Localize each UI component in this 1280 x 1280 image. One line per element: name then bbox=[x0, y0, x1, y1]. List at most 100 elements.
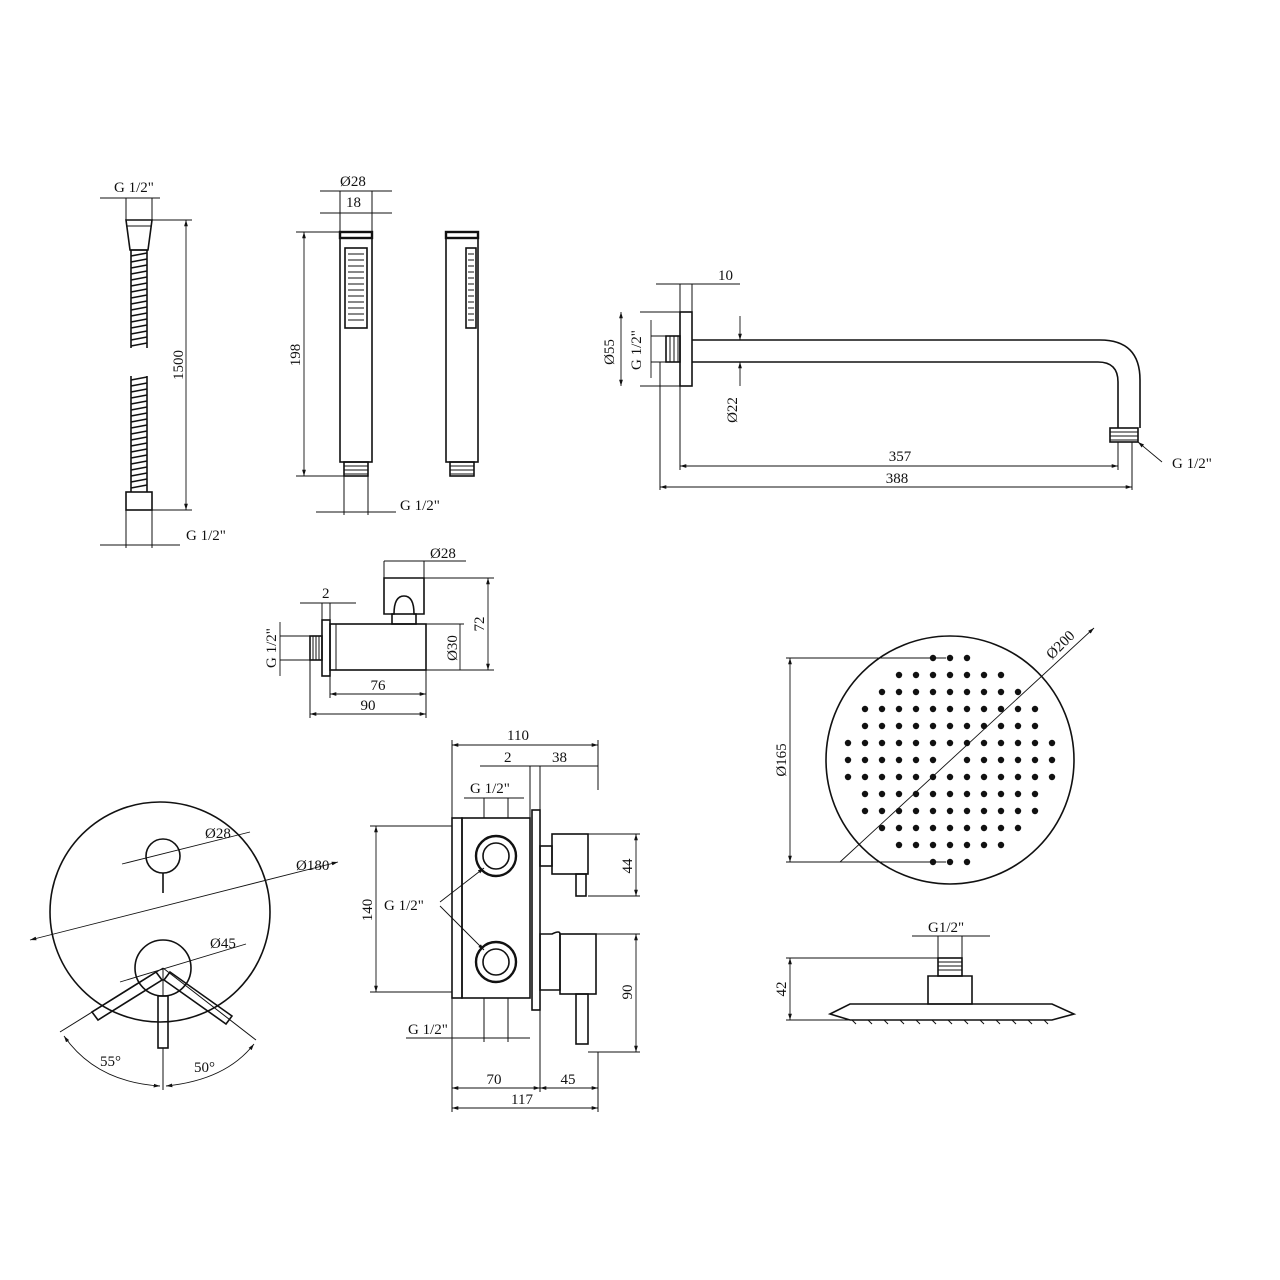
nozzle-dot bbox=[997, 841, 1005, 849]
valve-mounting-plate bbox=[451, 817, 463, 999]
nozzle-dot bbox=[997, 773, 1005, 781]
hand-shower-width-label: 18 bbox=[346, 195, 361, 211]
rain-head-face-diameter-label: Ø165 bbox=[774, 743, 790, 776]
nozzle-dot bbox=[980, 824, 988, 832]
hose-bottom-thread-label: G 1/2" bbox=[186, 528, 226, 544]
arm-pipe-bottom bbox=[692, 361, 1119, 428]
nozzle-dot bbox=[963, 671, 971, 679]
nozzle-dot bbox=[912, 773, 920, 781]
arm-pipe-diameter-label: Ø22 bbox=[725, 397, 741, 423]
nozzle-dot bbox=[1014, 773, 1022, 781]
nozzle-dot bbox=[929, 807, 937, 815]
nozzle-dot bbox=[963, 688, 971, 696]
nozzle-dot bbox=[997, 756, 1005, 764]
valve-port-lower bbox=[474, 940, 518, 984]
hose-bottom-nut bbox=[125, 491, 153, 511]
hose-top-thread-label: G 1/2" bbox=[114, 180, 154, 196]
nozzle-dot bbox=[878, 756, 886, 764]
outlet-holder-diameter-label: Ø28 bbox=[430, 546, 456, 562]
nozzle-dot bbox=[946, 654, 954, 662]
nozzle-dot bbox=[980, 841, 988, 849]
nozzle-dot bbox=[895, 722, 903, 730]
nozzle-dot bbox=[997, 790, 1005, 798]
mixer-lever-side bbox=[575, 993, 589, 1045]
nozzle-dot bbox=[878, 688, 886, 696]
nozzle-dot bbox=[878, 773, 886, 781]
nozzle-dot bbox=[861, 722, 869, 730]
nozzle-dot bbox=[946, 858, 954, 866]
arm-flange-diameter-label: Ø55 bbox=[602, 339, 618, 365]
rain-head-diagonal-leader bbox=[839, 627, 1095, 863]
nozzle-dot bbox=[946, 722, 954, 730]
hand-shower-view: Ø28 18 198 G 1/2" bbox=[288, 174, 480, 515]
nozzle-dot bbox=[997, 705, 1005, 713]
nozzle-dot bbox=[861, 739, 869, 747]
rain-head-diagonal-label: Ø200 bbox=[1044, 628, 1079, 663]
outlet-thread-label: G 1/2" bbox=[264, 628, 280, 668]
nozzle-dot bbox=[997, 671, 1005, 679]
valve-body-depth-label: 70 bbox=[487, 1072, 502, 1088]
valve-port-upper bbox=[474, 834, 518, 878]
lever-left bbox=[90, 970, 164, 1022]
nozzle-dot bbox=[997, 722, 1005, 730]
arm-flange-thickness-label: 10 bbox=[718, 268, 733, 284]
nozzle-dot bbox=[1014, 739, 1022, 747]
nozzle-dot bbox=[946, 739, 954, 747]
handle-diameter-label: Ø45 bbox=[210, 936, 236, 952]
diverter-knob-side bbox=[551, 833, 589, 875]
nozzle-dot bbox=[980, 739, 988, 747]
arm-reach-total-label: 388 bbox=[886, 471, 909, 487]
nozzle-dot bbox=[929, 824, 937, 832]
nozzle-dot bbox=[1031, 722, 1039, 730]
diverter-diameter-leader bbox=[121, 831, 251, 865]
nozzle-dot bbox=[963, 705, 971, 713]
nozzle-dot bbox=[980, 807, 988, 815]
nozzle-dot bbox=[980, 705, 988, 713]
nozzle-dot bbox=[963, 807, 971, 815]
nozzle-dot bbox=[963, 790, 971, 798]
nozzle-dot bbox=[929, 841, 937, 849]
hand-shower-spray-face bbox=[344, 247, 368, 329]
nozzle-dot bbox=[997, 688, 1005, 696]
nozzle-dot bbox=[963, 722, 971, 730]
rain-head-plate-side bbox=[827, 1003, 1077, 1021]
nozzle-dot bbox=[895, 841, 903, 849]
arm-wall-thread-label: G 1/2" bbox=[629, 330, 645, 370]
nozzle-dot bbox=[912, 841, 920, 849]
nozzle-dot bbox=[1031, 705, 1039, 713]
diverter-knob bbox=[145, 838, 181, 874]
hose-cone-connector bbox=[125, 219, 153, 251]
hand-shower-length-label: 198 bbox=[288, 344, 304, 367]
nozzle-dot bbox=[912, 807, 920, 815]
nozzle-dot bbox=[1048, 773, 1056, 781]
nozzle-dot bbox=[895, 773, 903, 781]
nozzle-dot bbox=[878, 739, 886, 747]
nozzle-dot bbox=[980, 773, 988, 781]
arm-wall-thread bbox=[665, 335, 681, 363]
nozzle-dot bbox=[1031, 739, 1039, 747]
nozzle-dot bbox=[929, 722, 937, 730]
shower-arm-view: 10 Ø55 G 1/2" Ø22 357 388 bbox=[602, 268, 1212, 490]
outlet-gap-label: 2 bbox=[322, 586, 330, 602]
nozzle-dot bbox=[963, 756, 971, 764]
valve-width-top-label: 110 bbox=[507, 728, 529, 744]
nozzle-dot bbox=[895, 756, 903, 764]
nozzle-dot bbox=[929, 688, 937, 696]
nozzle-dot bbox=[963, 841, 971, 849]
hand-shower-thread bbox=[343, 461, 369, 477]
hose-upper-segment bbox=[130, 249, 148, 347]
nozzle-dot bbox=[844, 773, 852, 781]
nozzle-dot bbox=[1048, 739, 1056, 747]
arm-reach-inner-label: 357 bbox=[889, 449, 912, 465]
nozzle-dot bbox=[929, 671, 937, 679]
nozzle-dot bbox=[1014, 807, 1022, 815]
nozzle-dot bbox=[946, 773, 954, 781]
nozzle-dot bbox=[844, 739, 852, 747]
rain-head-ball-joint bbox=[927, 975, 973, 1005]
nozzle-dot bbox=[895, 688, 903, 696]
nozzle-dot bbox=[878, 790, 886, 798]
rain-head-height-label: 42 bbox=[774, 982, 790, 997]
nozzle-dot bbox=[1014, 756, 1022, 764]
arm-outlet-thread-label: G 1/2" bbox=[1172, 456, 1212, 472]
nozzle-dot bbox=[1014, 688, 1022, 696]
